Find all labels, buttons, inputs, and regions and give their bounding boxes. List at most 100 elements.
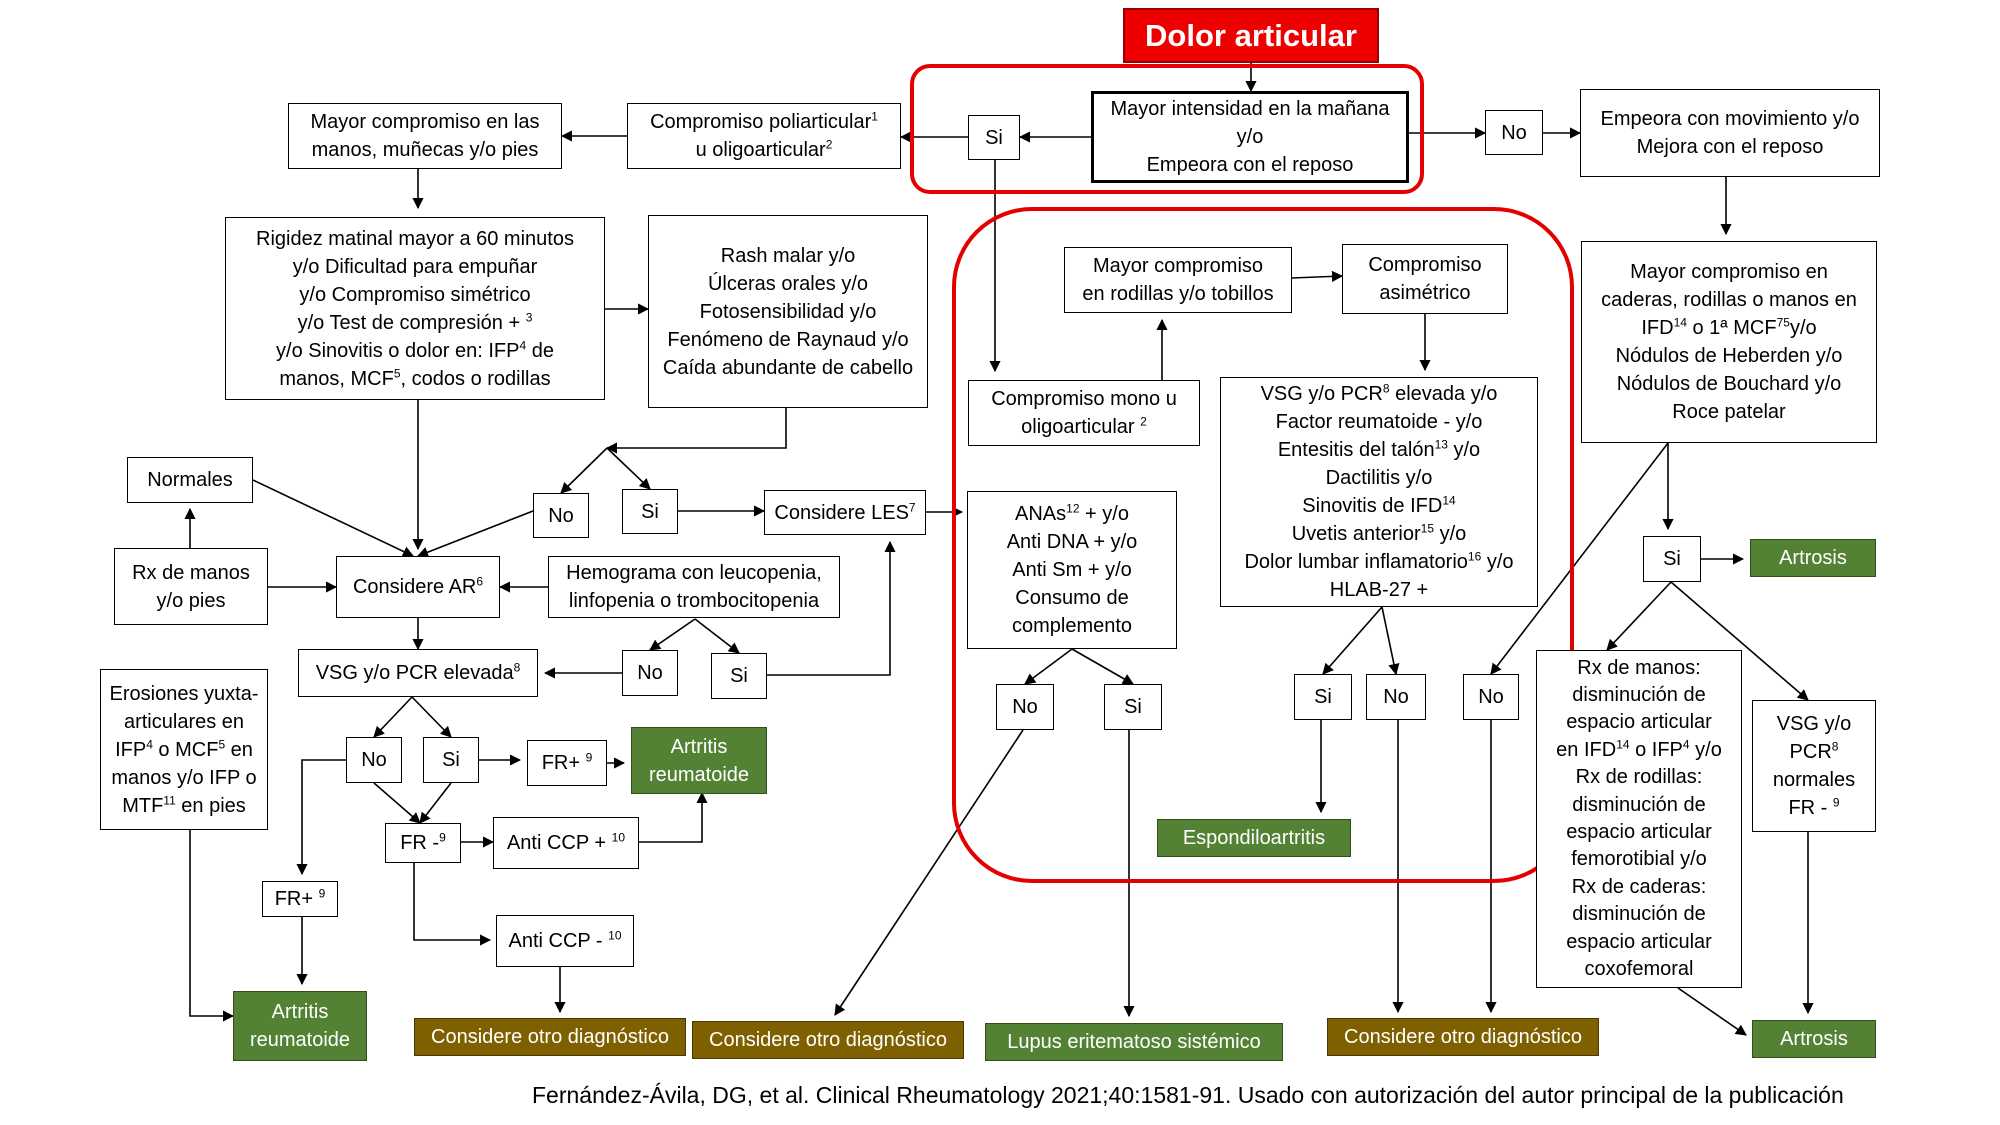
node-text-line: y/o Test de compresión + 3	[297, 309, 533, 334]
node-text-line: No	[1012, 696, 1038, 718]
result-artrosis-1: Artrosis	[1750, 539, 1876, 577]
node-text-line: Si	[442, 749, 460, 771]
node-text-line: Artritis	[271, 1001, 329, 1023]
connector-arrow	[373, 782, 421, 824]
node-text-line: Nódulos de Bouchard y/o	[1616, 373, 1842, 395]
node-text-line: Rx de rodillas:	[1575, 766, 1703, 789]
node-text-line: Considere LES7	[774, 499, 916, 524]
node-text-line: Rx de manos	[132, 561, 250, 584]
node-text-line: Lupus eritematoso sistémico	[1007, 1031, 1261, 1053]
node-text-line: Fenómeno de Raynaud y/o	[667, 328, 909, 351]
node-rx-detalle: Rx de manos: disminución de espacio articu…	[1536, 650, 1742, 988]
node-text-line: Mayor compromiso	[1092, 255, 1264, 277]
node-text-line: Si	[1124, 696, 1142, 718]
node-text-line: Empeora con el reposo	[1146, 154, 1354, 176]
result-artrosis-2: Artrosis	[1752, 1020, 1876, 1058]
node-text-line: en rodillas y/o tobillos	[1082, 283, 1274, 305]
node-text-line: coxofemoral	[1584, 957, 1694, 980]
node-text-line: Mayor intensidad en la mañana	[1110, 98, 1390, 120]
node-text-line: IFP4 o MCF5 en	[115, 736, 253, 761]
node-text-line: Si	[1663, 548, 1681, 570]
node-text-line: Considere AR6	[352, 574, 484, 598]
node-text-line: Si	[641, 500, 659, 523]
node-text-line: Entesitis del talón13 y/o	[1277, 437, 1481, 461]
node-text-line: Rash malar y/o	[720, 244, 856, 267]
connector-arrow	[649, 618, 696, 651]
node-text-line: Normales	[147, 469, 233, 491]
node-text-line: Uvetis anterior15 y/o	[1291, 521, 1467, 545]
node-text-line: reumatoide	[648, 763, 750, 786]
node-text-line: Rx de manos:	[1577, 656, 1701, 679]
node-hemograma: Hemograma con leucopenia,linfopenia o tr…	[548, 556, 840, 618]
connector-arrow	[694, 618, 740, 654]
connector-arrow	[296, 759, 346, 876]
node-text-line: disminución de	[1572, 793, 1706, 816]
node-text-line: MTF11 en pies	[122, 792, 246, 817]
node-anti-ccp-positivo: Anti CCP + 10	[493, 817, 639, 869]
node-considere-ar: Considere AR6	[336, 556, 500, 618]
node-no-anas: No	[996, 684, 1054, 730]
node-text-line: ANAs12 + y/o	[1015, 501, 1129, 525]
node-text-line: linfopenia o trombocitopenia	[568, 590, 820, 612]
node-text-line: Mejora con el reposo	[1636, 136, 1824, 158]
connector-arrow	[560, 447, 608, 494]
connector-arrow	[639, 791, 708, 843]
node-text-line: articulares en	[123, 710, 245, 733]
result-otro-diagnostico-3: Considere otro diagnóstico	[1327, 1018, 1599, 1056]
node-text-line: Nódulos de Heberden y/o	[1615, 345, 1843, 367]
node-text-line: y/o pies	[156, 589, 226, 612]
connector-arrow	[373, 696, 413, 738]
node-text-line: y/o Compromiso simétrico	[299, 283, 531, 306]
node-text-line: Artrosis	[1780, 1028, 1848, 1050]
title-dolor-articular: Dolor articular	[1123, 8, 1379, 63]
node-text-line: VSG y/o PCR elevada8	[315, 660, 521, 684]
node-text-line: HLAB-27 +	[1329, 579, 1429, 601]
node-text-line: normales	[1772, 769, 1856, 791]
node-text-line: No	[1501, 121, 1527, 144]
node-fr-positivo-2: FR+ 9	[262, 881, 338, 917]
node-no-hemograma: No	[622, 650, 678, 696]
node-text-line: IFD14 o 1ª MCF75y/o	[1641, 315, 1817, 339]
node-text-line: y/o Dificultad para empuñar	[292, 255, 538, 278]
node-text-line: No	[1383, 686, 1409, 708]
node-text-line: Dolor articular	[1145, 17, 1357, 53]
connector-arrow	[189, 830, 235, 1022]
node-text-line: Mayor compromiso en	[1630, 261, 1828, 283]
node-text-line: femorotibial y/o	[1571, 848, 1707, 871]
node-text-line: y/o	[1236, 126, 1264, 148]
node-text-line: Dactilitis y/o	[1325, 467, 1433, 489]
node-text-line: Úlceras orales y/o	[707, 272, 869, 295]
node-si-hemograma: Si	[711, 653, 767, 699]
node-text-line: espacio articular	[1566, 711, 1712, 734]
connector-arrow	[1322, 606, 1383, 675]
node-text-line: Si	[730, 665, 748, 687]
connector-arrow	[605, 408, 787, 454]
node-text-line: VSG y/o	[1776, 713, 1852, 735]
connector-arrow	[1291, 270, 1344, 282]
node-text-line: Anti Sm + y/o	[1012, 559, 1132, 581]
connector-arrow	[1071, 648, 1134, 685]
node-text-line: Empeora con movimiento y/o	[1600, 108, 1860, 130]
connector-arrow	[1381, 606, 1400, 676]
node-text-line: FR+ 9	[541, 750, 593, 774]
connector-arrow	[767, 540, 896, 676]
connector-arrow	[252, 479, 415, 557]
result-espondiloartritis: Espondiloartritis	[1157, 819, 1351, 857]
node-no-vsg: No	[346, 737, 402, 783]
node-no-top: No	[1485, 110, 1543, 155]
node-si-top: Si	[968, 115, 1020, 160]
node-text-line: VSG y/o PCR8 elevada y/o	[1260, 381, 1498, 405]
node-text-line: No	[361, 749, 387, 771]
node-text-line: Compromiso poliarticular1	[650, 109, 878, 133]
connector-arrow	[1670, 581, 1809, 701]
node-text-line: Mayor compromiso en las	[310, 111, 540, 133]
node-text-line: Consumo de	[1015, 587, 1129, 609]
node-considere-les: Considere LES7	[764, 490, 926, 535]
